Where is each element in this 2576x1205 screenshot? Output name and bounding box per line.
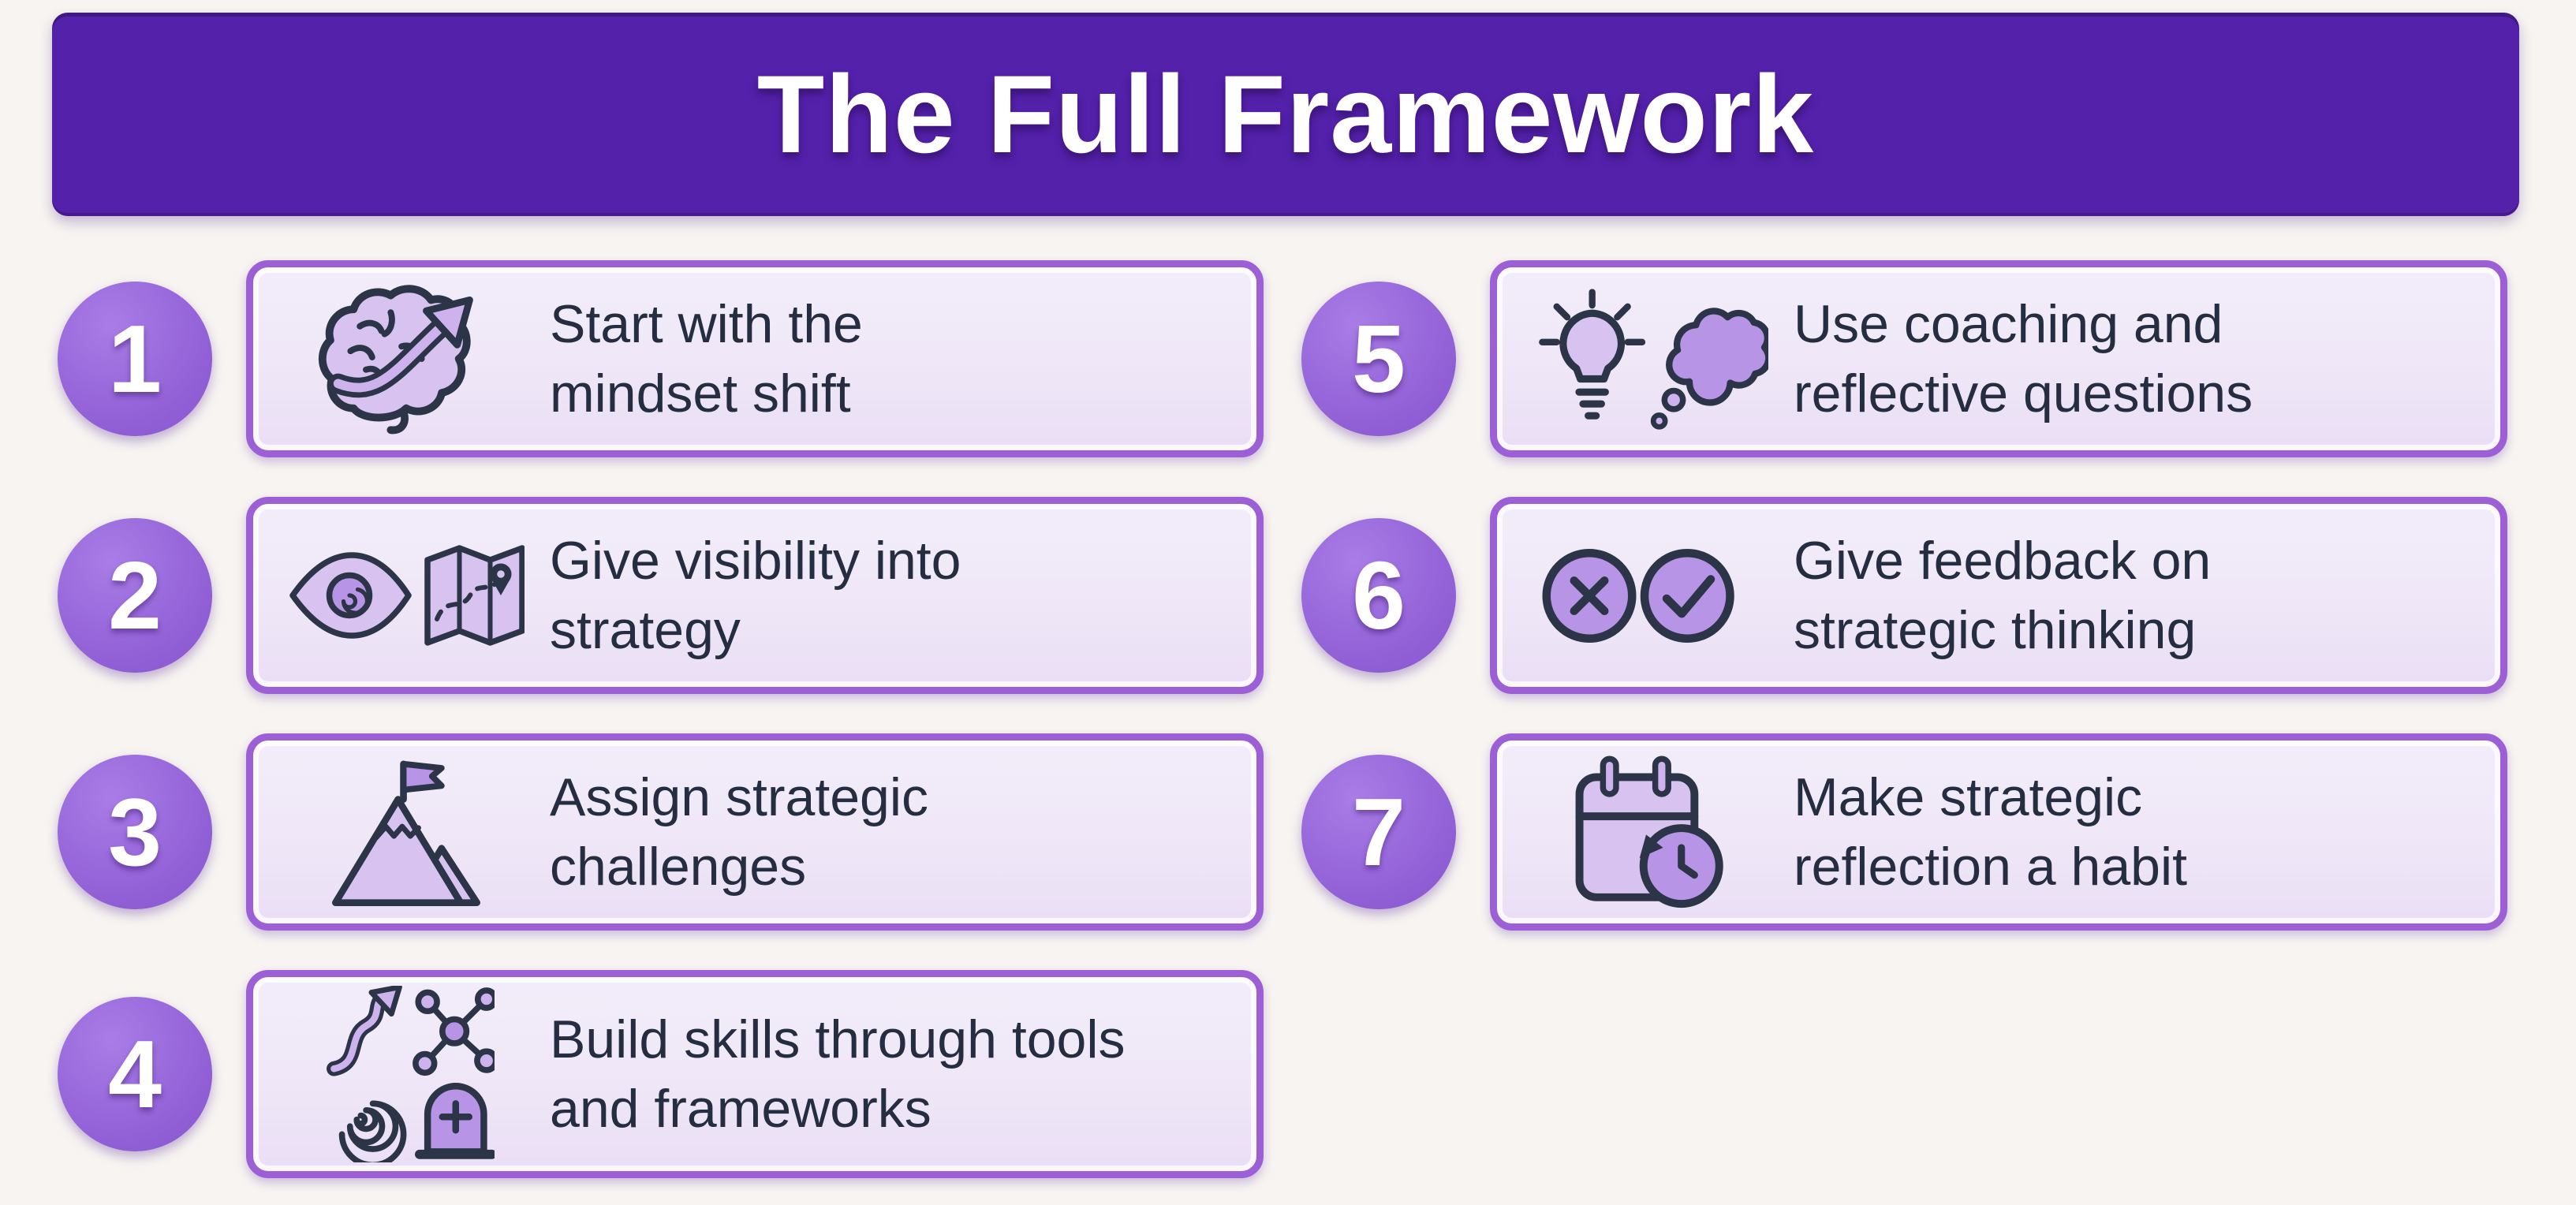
step-number-badge: 2: [58, 518, 212, 673]
network-nodes-icon: [413, 987, 495, 1076]
step-number: 4: [108, 1020, 162, 1128]
step-number: 3: [108, 778, 162, 886]
clock-icon: [1639, 824, 1723, 908]
step-number: 2: [108, 542, 162, 649]
step-row-5: 5: [1301, 260, 2507, 457]
step-number: 6: [1352, 542, 1406, 649]
check-circle-icon: [1640, 548, 1734, 643]
curvy-arrow-icon: [327, 986, 402, 1076]
step-number: 7: [1352, 778, 1406, 886]
x-circle-icon: [1542, 548, 1637, 643]
lightbulb-icon: [1539, 288, 1646, 420]
step-row-2: 2: [58, 497, 1264, 694]
brain-arrow-icon: [288, 278, 525, 439]
step-number-badge: 7: [1301, 755, 1456, 909]
eye-map-icon: [288, 536, 525, 655]
step-number-badge: 4: [58, 997, 212, 1151]
step-number-badge: 5: [1301, 282, 1456, 436]
page-title: The Full Framework: [756, 52, 1815, 176]
step-number-badge: 1: [58, 282, 212, 436]
step-row-4: 4: [58, 970, 1264, 1178]
step-number: 1: [108, 305, 162, 412]
step-number-badge: 3: [58, 755, 212, 909]
lightbulb-thought-cloud-icon: [1532, 283, 1768, 435]
step-number-badge: 6: [1301, 518, 1456, 673]
step-row-7: 7 Make stra: [1301, 733, 2507, 931]
arrow-network-spiral-tombstone-icon: [288, 986, 525, 1162]
calendar-clock-icon: [1532, 748, 1768, 916]
thought-cloud-icon: [1650, 307, 1768, 430]
tombstone-icon: [415, 1083, 495, 1159]
title-banner: The Full Framework: [52, 13, 2519, 216]
step-number: 5: [1352, 305, 1406, 412]
right-column: 5: [1301, 260, 2507, 931]
spiral-icon: [338, 1100, 407, 1162]
mountain-flag-icon: [288, 753, 525, 911]
x-circle-check-circle-icon: [1532, 542, 1768, 650]
